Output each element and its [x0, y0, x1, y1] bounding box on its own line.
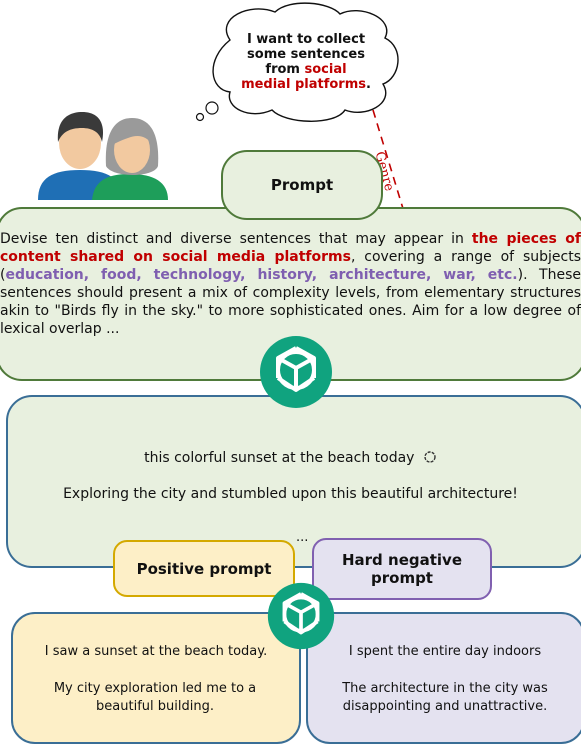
negative-box — [306, 612, 581, 744]
woman-body — [92, 174, 168, 200]
man-hair — [57, 112, 104, 142]
openai-icon — [260, 336, 332, 408]
negative-line-2: The architecture in the city was disappo… — [342, 681, 548, 714]
prompt-text-2: , covering a range of subjects ( — [0, 249, 581, 283]
bubble-line-3: from social — [234, 62, 378, 77]
prompt-text-subjects: education, food, technology, history, ar… — [5, 267, 518, 283]
bubble-line-4: medial platforms. — [234, 77, 378, 92]
bubble-cloud — [212, 2, 399, 122]
output-ellipsis: ... — [296, 530, 309, 545]
positive-prompt-pill: Positive prompt — [113, 540, 295, 597]
bubble-dot-large — [205, 101, 219, 115]
woman-bangs — [114, 126, 152, 144]
prompt-text-1: Devise ten distinct and diverse sentence… — [0, 231, 472, 247]
negative-line-1: I spent the entire day indoors — [348, 644, 542, 659]
output-line-1: this colorful sunset at the beach today — [0, 450, 581, 466]
positive-line-2: My city exploration led me to a beautifu… — [53, 681, 257, 714]
people-icon — [38, 112, 168, 200]
prompt-text: Devise ten distinct and diverse sentence… — [0, 230, 581, 338]
bubble-line-4-red: medial platforms — [241, 77, 366, 92]
prompt-text-genre: the pieces of content shared on social m… — [0, 231, 581, 265]
bubble-line-3-red: social — [304, 62, 347, 77]
bubble-text: I want to collect some sentences from so… — [234, 32, 378, 92]
negative-prompt-pill: Hard negative prompt — [312, 538, 492, 600]
output-box — [6, 395, 581, 568]
bubble-line-2: some sentences — [247, 47, 365, 62]
bubble-dot-small — [195, 112, 205, 122]
loading-icon — [424, 451, 436, 463]
negative-pill-line-1: Hard negative — [341, 551, 462, 569]
prompt-pill: Prompt — [221, 150, 383, 220]
output-line-2: Exploring the city and stumbled upon thi… — [63, 486, 518, 502]
positive-line-1: I saw a sunset at the beach today. — [44, 644, 268, 659]
prompt-text-3: ). These sentences should present a mix … — [0, 267, 581, 337]
bubble-line-3-text: from — [265, 62, 305, 77]
openai-icon-2 — [267, 582, 335, 650]
output-line-1-text: this colorful sunset at the beach today — [144, 450, 415, 466]
negative-pill-line-2: prompt — [371, 569, 433, 587]
bubble-line-1: I want to collect — [246, 32, 366, 47]
bubble-line-4-end: . — [365, 77, 371, 92]
positive-box — [11, 612, 301, 744]
